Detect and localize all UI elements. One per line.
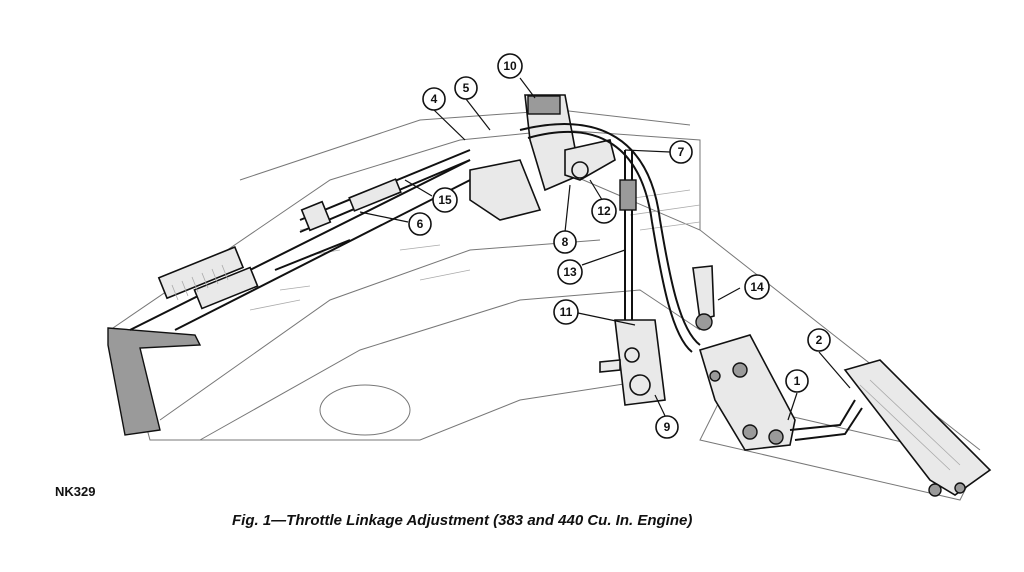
svg-text:13: 13 <box>563 265 577 279</box>
callout-9: 9 <box>655 415 679 439</box>
vertical-rod <box>619 150 637 330</box>
svg-text:7: 7 <box>678 145 685 159</box>
callout-13: 13 <box>557 259 583 285</box>
throttle-cable <box>519 123 701 353</box>
svg-text:8: 8 <box>562 235 569 249</box>
pedal-mounting-plate <box>699 334 796 451</box>
figure-caption: Fig. 1—Throttle Linkage Adjustment (383 … <box>232 512 693 529</box>
accelerator-pedal <box>789 359 992 497</box>
lower-bracket <box>599 319 666 406</box>
callout-2: 2 <box>807 328 831 352</box>
svg-text:14: 14 <box>750 280 764 294</box>
callout-12: 12 <box>591 198 617 224</box>
svg-text:11: 11 <box>560 305 573 319</box>
callout-11: 11 <box>553 299 579 325</box>
callout-5: 5 <box>454 76 478 100</box>
svg-text:6: 6 <box>417 217 424 231</box>
svg-text:9: 9 <box>664 420 671 434</box>
return-springs <box>129 159 481 331</box>
callout-10: 10 <box>497 53 523 79</box>
callout-15: 15 <box>432 187 458 213</box>
callout-4: 4 <box>422 87 446 111</box>
svg-text:1: 1 <box>794 374 801 388</box>
figure-code: NK329 <box>55 484 96 499</box>
callout-7: 7 <box>669 140 693 164</box>
upper-bracket <box>469 94 616 221</box>
callout-1: 1 <box>785 369 809 393</box>
clip-part-14 <box>692 265 715 331</box>
svg-text:10: 10 <box>503 59 517 73</box>
svg-text:4: 4 <box>431 92 438 106</box>
svg-text:2: 2 <box>816 333 823 347</box>
linkage-rods <box>274 149 471 271</box>
left-bracket <box>107 327 202 436</box>
svg-text:15: 15 <box>438 193 452 207</box>
callout-14: 14 <box>744 274 770 300</box>
svg-text:12: 12 <box>597 204 611 218</box>
callout-8: 8 <box>553 230 577 254</box>
callout-6: 6 <box>408 212 432 236</box>
svg-text:5: 5 <box>463 81 470 95</box>
leader-lines <box>359 77 851 421</box>
